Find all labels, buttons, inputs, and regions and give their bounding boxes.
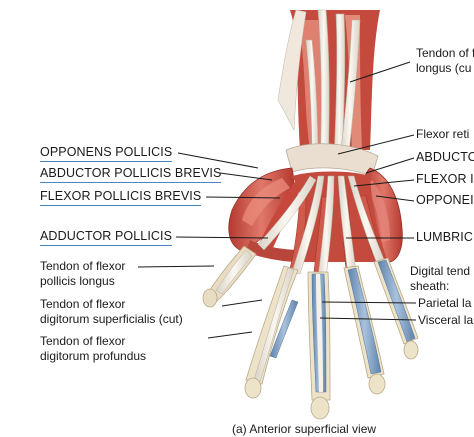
label-tendon-fdp-line1: Tendon of flexor (40, 334, 126, 348)
leader-tendon-fds (221, 299, 263, 307)
leader-tendon-fpl (137, 265, 215, 268)
thumb (202, 245, 257, 308)
label-digital-sheath-line1: Digital tend (410, 264, 471, 278)
label-lumbricals: LUMBRIC (416, 230, 473, 244)
ring-finger (343, 265, 386, 395)
label-flexor-pollicis-brevis: FLEXOR POLLICIS BREVIS (40, 189, 202, 206)
leader-abductor (219, 172, 273, 181)
label-tendon-top-line2: longus (cu (416, 61, 472, 75)
label-tendon-top-line1: Tendon of f (416, 46, 474, 60)
leader-parietal (321, 301, 417, 304)
label-abductor-right: ABDUCTO (416, 150, 474, 164)
leader-adductor (175, 236, 269, 239)
wrist-tendons (305, 9, 361, 166)
figure-caption: (a) Anterior superficial view (232, 422, 377, 436)
index-sheath (269, 299, 299, 359)
label-flexor-right: FLEXOR I (416, 172, 474, 186)
label-flexor-retinaculum: Flexor reti (416, 127, 470, 141)
label-digital-sheath-line2: sheath: (410, 279, 450, 293)
leader-tendon-top (349, 61, 411, 83)
palm-tendons (257, 175, 386, 279)
label-visceral-layer: Visceral la (418, 313, 474, 327)
label-opponens-right: OPPONEI (416, 193, 474, 207)
label-adductor-pollicis: ADDUCTOR POLLICIS (40, 229, 173, 246)
label-tendon-fdp-line2: digitorum profundus (40, 349, 147, 363)
index-finger (244, 265, 299, 399)
label-parietal-layer: Parietal la (418, 296, 472, 310)
label-tendon-fpl-line2: pollicis longus (40, 274, 115, 288)
leader-flexor-ret (337, 134, 415, 155)
label-abductor-pollicis-brevis: ABDUCTOR POLLICIS BREVIS (40, 166, 222, 183)
leader-opponens (177, 152, 259, 169)
label-opponens-pollicis: OPPONENS POLLICIS (40, 145, 173, 162)
little-finger (373, 257, 419, 360)
middle-finger (307, 271, 331, 420)
leader-abductor-r (365, 157, 415, 174)
label-tendon-fds-line1: Tendon of flexor (40, 297, 126, 311)
leader-visceral (319, 317, 417, 321)
leader-flexor-brevis (205, 196, 281, 199)
leader-lines (137, 61, 417, 339)
label-tendon-fds-line2: digitorum superficialis (cut) (40, 312, 183, 326)
leader-flexor-r (353, 179, 415, 187)
label-tendon-fpl-line1: Tendon of flexor (40, 259, 126, 273)
leader-tendon-fdp (207, 331, 253, 339)
leader-opponens-r (375, 195, 415, 202)
